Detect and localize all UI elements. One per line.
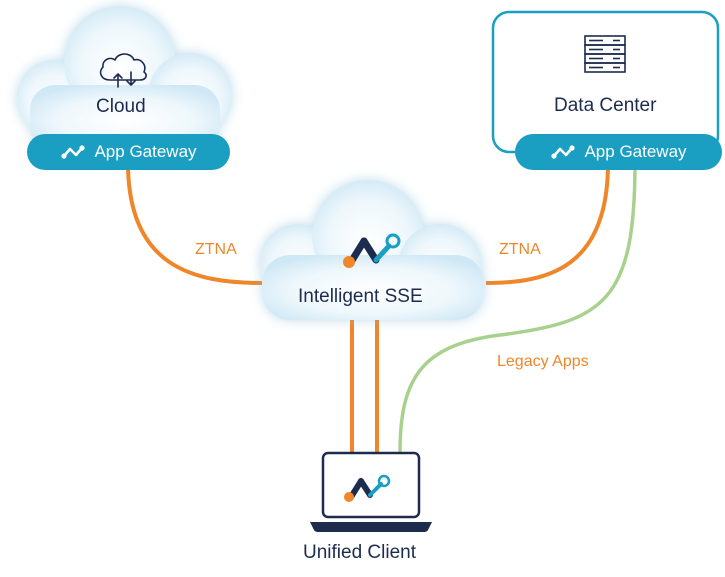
cloud-sync-icon [99, 53, 147, 88]
sse-label: Intelligent SSE [298, 286, 423, 307]
ztna-left-label: ZTNA [195, 241, 237, 258]
app-gateway-icon [551, 145, 576, 159]
cloud-shape [17, 6, 232, 150]
sse-logo-icon [343, 233, 401, 268]
client-label: Unified Client [303, 542, 416, 563]
cloud-app-gateway-pill: App Gateway [27, 134, 230, 170]
data-center-label: Data Center [554, 95, 657, 116]
cloud-app-gateway-label: App Gateway [94, 142, 197, 161]
sse-cloud-shape [260, 180, 484, 320]
ztna-right-label: ZTNA [499, 241, 541, 258]
app-gateway-icon [61, 145, 86, 159]
data-center-app-gateway-pill: App Gateway [515, 134, 722, 170]
data-center-box [491, 10, 720, 154]
client-logo-icon [344, 474, 391, 502]
legacy-apps-connector [398, 162, 637, 454]
server-rack-icon [584, 35, 626, 73]
legacy-apps-label: Legacy Apps [497, 353, 589, 370]
ztna-right-connector [485, 162, 610, 285]
ztna-left-connector [126, 162, 263, 285]
cloud-label: Cloud [96, 96, 146, 117]
data-center-app-gateway-label: App Gateway [584, 142, 687, 161]
